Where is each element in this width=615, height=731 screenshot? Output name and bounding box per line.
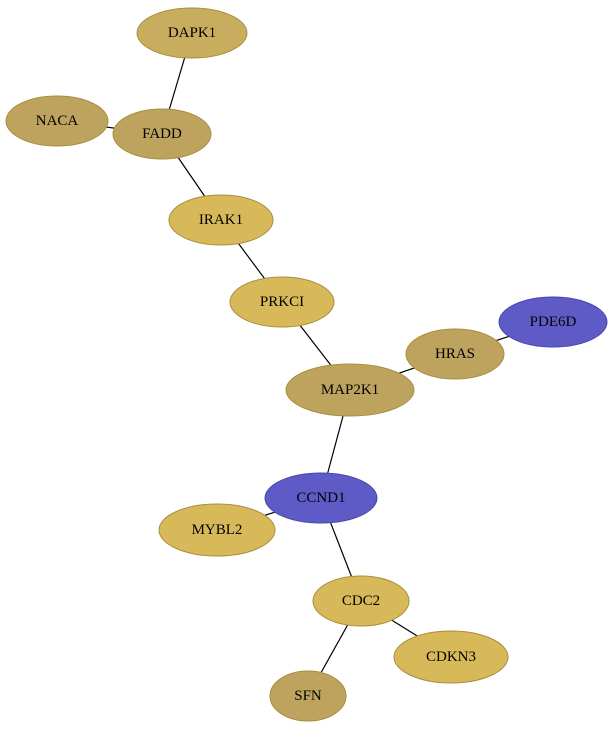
node-shape-prkci: [229, 276, 335, 328]
node-label-ccnd1: CCND1: [296, 490, 345, 506]
node-label-prkci: PRKCI: [260, 294, 304, 310]
node-cdkn3: CDKN3: [393, 630, 509, 684]
node-map2k1: MAP2K1: [285, 363, 415, 417]
node-shape-naca: [5, 95, 109, 147]
node-prkci: PRKCI: [229, 276, 335, 328]
node-label-hras: HRAS: [435, 346, 475, 362]
node-naca: NACA: [5, 95, 109, 147]
node-shape-fadd: [112, 108, 212, 160]
node-label-mybl2: MYBL2: [192, 522, 243, 538]
node-ccnd1: CCND1: [264, 472, 378, 524]
node-shape-cdc2: [312, 575, 410, 627]
node-label-irak1: IRAK1: [199, 212, 243, 228]
node-label-pde6d: PDE6D: [530, 314, 577, 330]
node-shape-pde6d: [498, 296, 608, 348]
node-pde6d: PDE6D: [498, 296, 608, 348]
node-sfn: SFN: [269, 670, 347, 722]
node-mybl2: MYBL2: [158, 503, 276, 557]
node-label-fadd: FADD: [142, 126, 182, 142]
node-shape-dapk1: [136, 7, 248, 59]
node-label-naca: NACA: [36, 113, 79, 129]
node-shape-hras: [405, 328, 505, 380]
node-shape-map2k1: [285, 363, 415, 417]
node-shape-ccnd1: [264, 472, 378, 524]
node-shape-irak1: [168, 194, 274, 246]
node-shape-sfn: [269, 670, 347, 722]
node-irak1: IRAK1: [168, 194, 274, 246]
node-dapk1: DAPK1: [136, 7, 248, 59]
node-shape-mybl2: [158, 503, 276, 557]
node-cdc2: CDC2: [312, 575, 410, 627]
node-hras: HRAS: [405, 328, 505, 380]
node-fadd: FADD: [112, 108, 212, 160]
node-label-cdkn3: CDKN3: [426, 649, 476, 665]
node-label-cdc2: CDC2: [342, 593, 380, 609]
node-shape-cdkn3: [393, 630, 509, 684]
node-label-dapk1: DAPK1: [168, 25, 216, 41]
node-label-map2k1: MAP2K1: [321, 382, 379, 398]
node-label-sfn: SFN: [294, 688, 322, 704]
